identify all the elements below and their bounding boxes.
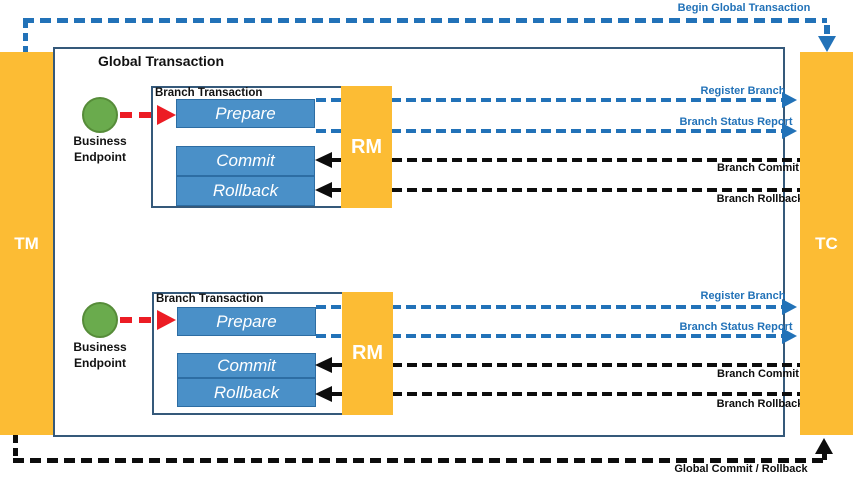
branch-commit-line bbox=[332, 363, 800, 367]
register-branch-line bbox=[316, 305, 782, 309]
register-branch-line bbox=[316, 98, 782, 102]
begin-global-transaction-line bbox=[23, 20, 28, 52]
branch-commit-line bbox=[332, 158, 800, 162]
global-commit-rollback-line bbox=[822, 452, 827, 460]
branch-status-report-label: Branch Status Report bbox=[679, 116, 793, 128]
register-branch-label: Register Branch bbox=[700, 290, 786, 302]
begin-global-transaction-line bbox=[824, 25, 830, 34]
prepare-box: Prepare bbox=[176, 99, 315, 128]
business-endpoint-circle bbox=[82, 302, 118, 338]
transaction-manager-bar: TM bbox=[0, 52, 53, 435]
branch-status-report-line bbox=[316, 129, 782, 133]
branch-transaction-title: Branch Transaction bbox=[155, 87, 263, 99]
global-commit-rollback-label: Global Commit / Rollback bbox=[674, 463, 808, 475]
business-endpoint-label: Business Endpoint bbox=[73, 340, 127, 370]
global-commit-rollback-line bbox=[13, 458, 823, 463]
branch-commit-arrow-icon bbox=[315, 357, 332, 373]
begin-global-transaction-line bbox=[23, 18, 827, 23]
resource-manager-box: RM bbox=[342, 292, 393, 415]
invoke-arrow-line bbox=[120, 317, 157, 323]
global-commit-rollback-arrow-icon bbox=[815, 438, 833, 454]
commit-box: Commit bbox=[177, 353, 316, 378]
branch-transaction-title: Branch Transaction bbox=[156, 293, 264, 305]
register-branch-arrow-icon bbox=[782, 92, 797, 108]
begin-global-transaction-arrow-icon bbox=[818, 36, 836, 52]
branch-commit-label: Branch Commit bbox=[717, 162, 799, 174]
global-transaction-title: Global Transaction bbox=[98, 53, 225, 69]
branch-commit-arrow-icon bbox=[315, 152, 332, 168]
branch-status-report-line bbox=[316, 334, 782, 338]
commit-box: Commit bbox=[176, 146, 315, 176]
branch-status-report-arrow-icon bbox=[782, 123, 797, 139]
transaction-coordinator-bar: TC bbox=[800, 52, 853, 435]
resource-manager-box: RM bbox=[341, 86, 392, 208]
global-commit-rollback-line bbox=[13, 435, 18, 462]
invoke-arrow-head-icon bbox=[157, 105, 176, 125]
prepare-box: Prepare bbox=[177, 307, 316, 336]
branch-status-report-label: Branch Status Report bbox=[679, 321, 793, 333]
branch-rollback-line bbox=[332, 188, 800, 192]
branch-rollback-arrow-icon bbox=[315, 386, 332, 402]
business-endpoint-label: Business Endpoint bbox=[73, 134, 127, 164]
invoke-arrow-head-icon bbox=[157, 310, 176, 330]
branch-rollback-line bbox=[332, 392, 800, 396]
branch-rollback-label: Branch Rollback bbox=[716, 398, 804, 410]
register-branch-arrow-icon bbox=[782, 299, 797, 315]
branch-rollback-label: Branch Rollback bbox=[716, 193, 804, 205]
business-endpoint-circle bbox=[82, 97, 118, 133]
rollback-box: Rollback bbox=[177, 378, 316, 407]
begin-global-transaction-label: Begin Global Transaction bbox=[677, 2, 811, 14]
invoke-arrow-line bbox=[120, 112, 157, 118]
branch-rollback-arrow-icon bbox=[315, 182, 332, 198]
register-branch-label: Register Branch bbox=[700, 85, 786, 97]
branch-commit-label: Branch Commit bbox=[717, 368, 799, 380]
branch-status-report-arrow-icon bbox=[782, 328, 797, 344]
rollback-box: Rollback bbox=[176, 176, 315, 206]
